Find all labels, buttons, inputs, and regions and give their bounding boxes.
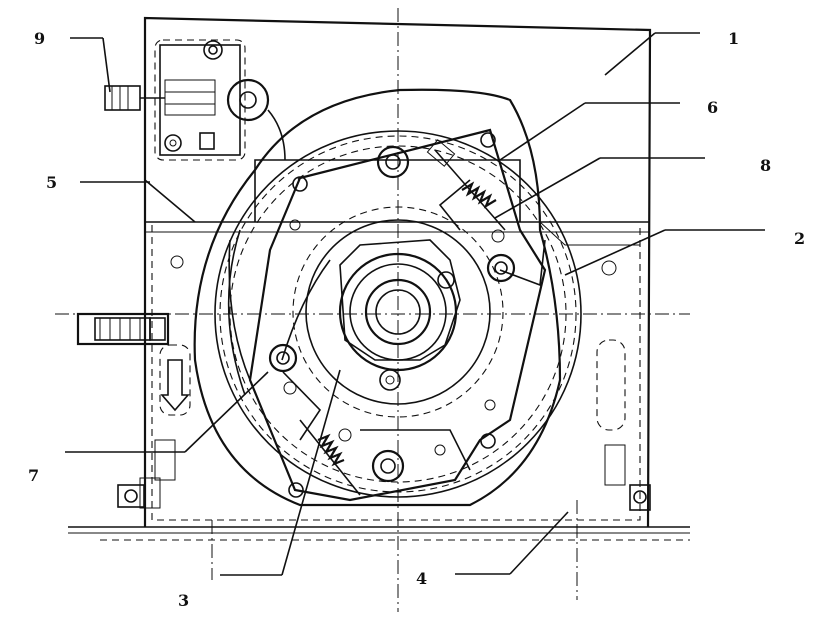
lever-arms	[281, 179, 546, 471]
upper-spring	[426, 139, 506, 231]
left-actuator	[76, 312, 170, 346]
leader-lines	[65, 32, 765, 576]
upper-left-bracket	[104, 39, 286, 161]
callout-7: 7	[28, 466, 39, 485]
callout-8: 8	[760, 156, 771, 175]
rotating-plate	[227, 128, 547, 502]
callout-9: 9	[34, 29, 45, 48]
callout-6: 6	[707, 98, 718, 117]
callout-4: 4	[416, 569, 427, 588]
callout-labels: 1 2 3 4 5 6 7 8 9	[28, 29, 805, 610]
callout-1: 1	[728, 29, 739, 48]
pivot-bolts	[268, 132, 516, 498]
callout-5: 5	[46, 173, 57, 192]
base-line	[68, 526, 690, 541]
left-slot	[117, 255, 191, 509]
housing-plate	[143, 16, 652, 528]
callout-3: 3	[178, 591, 189, 610]
lower-spring	[299, 419, 361, 496]
cover-outline	[193, 88, 562, 507]
central-hub	[292, 206, 504, 418]
right-slot	[596, 260, 651, 511]
callout-2: 2	[794, 229, 805, 248]
outer-ring	[214, 130, 582, 498]
